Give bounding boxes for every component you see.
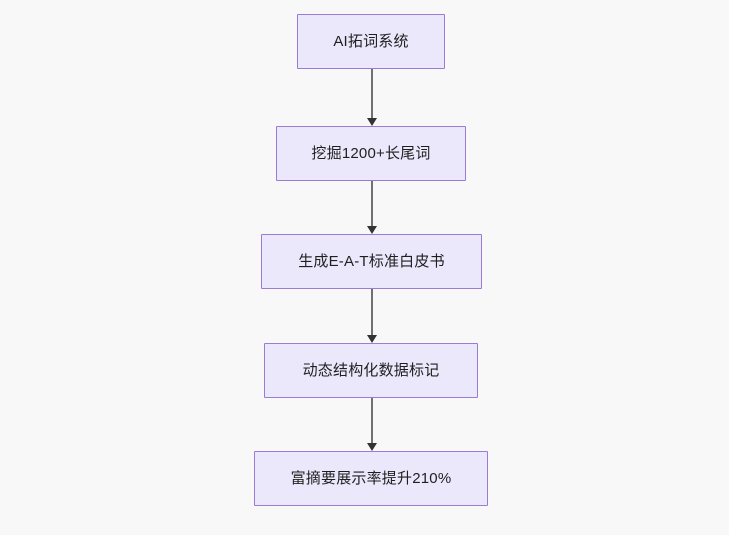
edge-line <box>371 181 373 227</box>
flow-node-label: 动态结构化数据标记 <box>302 362 440 379</box>
flow-node-n1[interactable]: AI拓词系统 <box>297 14 445 69</box>
flow-node-label: AI拓词系统 <box>333 33 409 50</box>
edge-line <box>371 398 373 444</box>
flow-node-label: 挖掘1200+长尾词 <box>311 145 431 162</box>
flow-node-n4[interactable]: 动态结构化数据标记 <box>264 343 478 398</box>
arrowhead-down-icon <box>367 335 377 343</box>
flow-node-n5[interactable]: 富摘要展示率提升210% <box>254 451 488 506</box>
edge-line <box>371 69 373 119</box>
flow-node-n3[interactable]: 生成E-A-T标准白皮书 <box>261 234 482 289</box>
edge-line <box>371 289 373 336</box>
flow-node-label: 富摘要展示率提升210% <box>290 470 452 487</box>
flow-node-n2[interactable]: 挖掘1200+长尾词 <box>276 126 466 181</box>
arrowhead-down-icon <box>367 443 377 451</box>
flow-node-label: 生成E-A-T标准白皮书 <box>298 253 445 270</box>
arrowhead-down-icon <box>367 118 377 126</box>
arrowhead-down-icon <box>367 226 377 234</box>
